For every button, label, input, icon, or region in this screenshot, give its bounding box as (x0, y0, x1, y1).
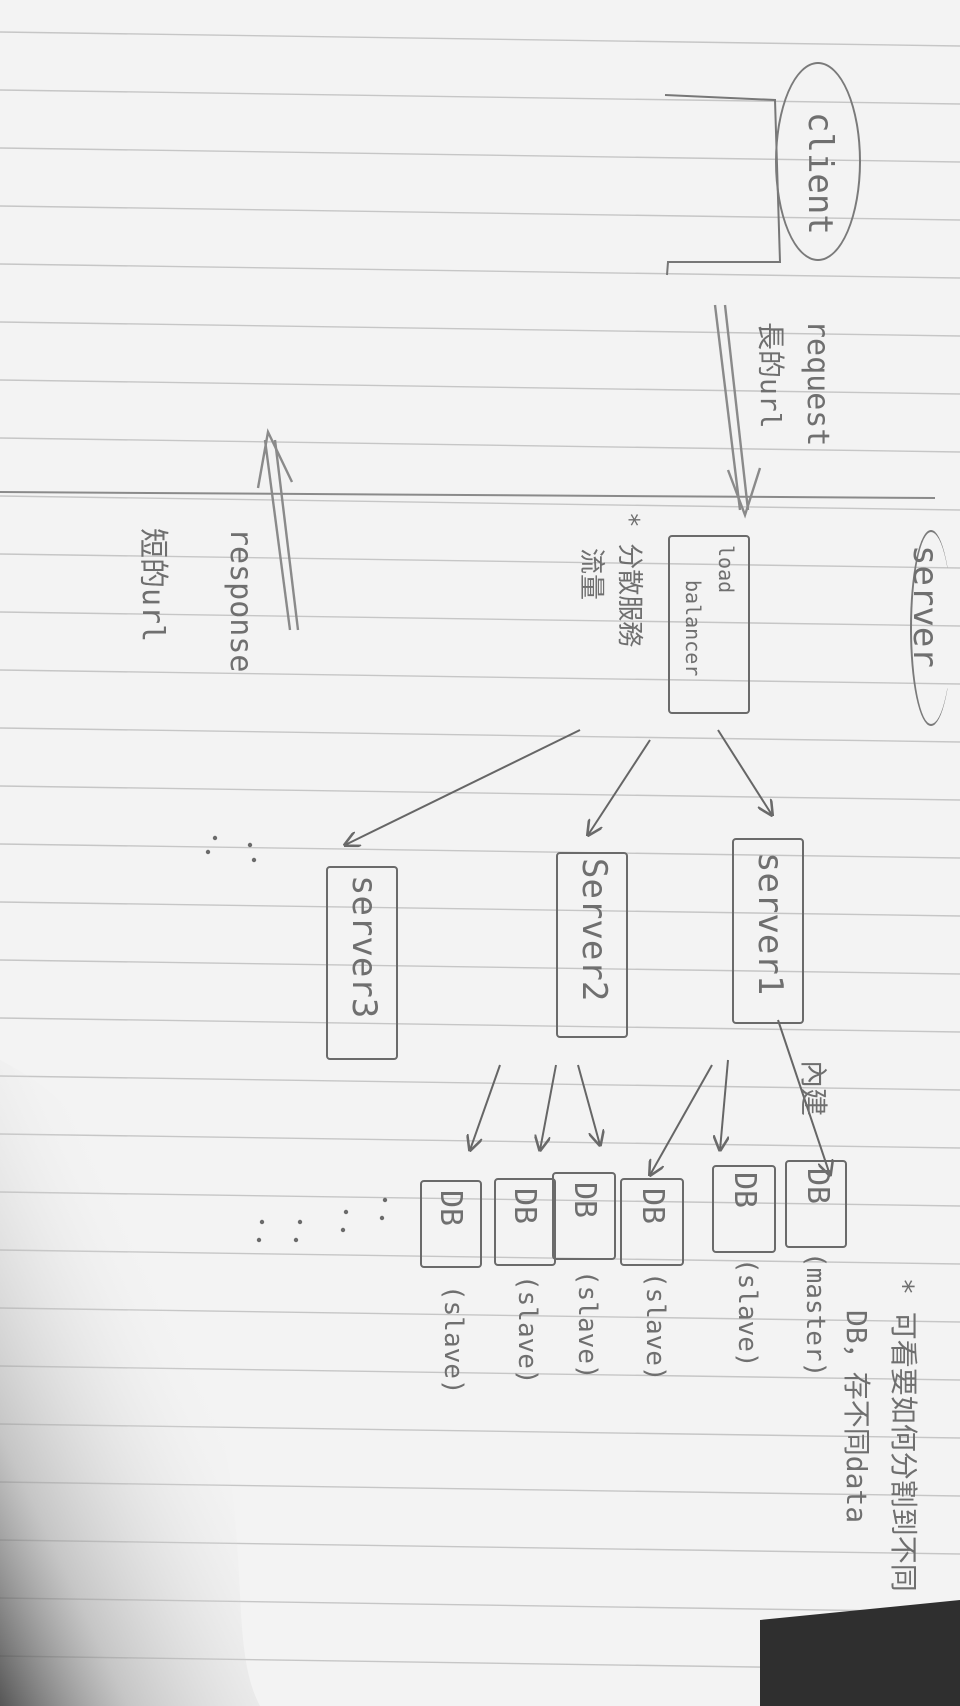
db-slave-5-role: (slave) (438, 1285, 468, 1395)
client-box (664, 94, 782, 276)
load-balancer-line2: balancer (681, 580, 705, 677)
db-note-line1: * 可看要如何分割到不同 (887, 1278, 920, 1592)
db-slave-3-label: DB (567, 1182, 602, 1219)
request-label: request (800, 320, 835, 447)
db-slave-5-box (420, 1180, 482, 1268)
db-slave-2-role: (slave) (640, 1272, 670, 1382)
ruled-line (0, 843, 960, 859)
server1-label: server1 (750, 852, 790, 996)
db-master-label: DB (800, 1168, 835, 1205)
ruled-line (0, 727, 960, 743)
continuation-dots (205, 835, 388, 1243)
server-section-label: server (905, 545, 945, 668)
ruled-line (0, 437, 960, 453)
ruled-line (0, 611, 960, 627)
ruled-line (0, 959, 960, 975)
db-slave-1-box (712, 1165, 776, 1253)
load-balancer-box (668, 535, 750, 714)
ruled-line (0, 263, 960, 279)
request-arrow (713, 304, 762, 519)
ruled-line (0, 785, 960, 801)
db-slave-2-label: DB (635, 1188, 670, 1225)
load-balancer-note-2: 流量 (576, 548, 606, 601)
client-oval (775, 62, 861, 261)
server3-label: server3 (344, 875, 384, 1019)
ruled-line (0, 553, 960, 569)
db-master-role: (master) (800, 1252, 830, 1378)
db-slave-1-role: (slave) (732, 1258, 762, 1368)
server1-box (732, 838, 804, 1024)
db-slave-4-label: DB (507, 1188, 542, 1225)
db-slave-5-label: DB (433, 1190, 468, 1227)
server-oval (910, 530, 952, 726)
ruled-line (0, 495, 960, 511)
divider-line (0, 491, 936, 499)
ruled-line (0, 1017, 960, 1033)
db-master-box (785, 1160, 847, 1248)
server2-label: Server2 (574, 858, 614, 1002)
db-slave-3-role: (slave) (572, 1270, 602, 1380)
server2-box (556, 852, 628, 1038)
hand-shadow (0, 1060, 260, 1706)
master-link-label: 內建 (797, 1060, 830, 1117)
load-balancer-line1: load (714, 545, 738, 594)
ruled-line (0, 669, 960, 685)
ruled-line (0, 31, 960, 47)
client-label: client (800, 112, 840, 235)
server3-box (326, 866, 398, 1060)
load-balancer-note-1: * 分散服務 (614, 512, 644, 648)
db-note-line2: DB，存不同data (840, 1310, 873, 1524)
db-slave-1-label: DB (727, 1172, 762, 1209)
ruled-line (0, 321, 960, 337)
db-slave-4-role: (slave) (512, 1275, 542, 1385)
ruled-line (0, 379, 960, 395)
request-note: 長的url (754, 322, 787, 429)
response-arrow (256, 428, 300, 631)
db-slave-4-box (494, 1178, 556, 1266)
response-note: 短的url (135, 528, 170, 643)
db-slave-3-box (552, 1172, 616, 1260)
ruled-line (0, 901, 960, 917)
response-label: response (223, 528, 258, 673)
db-slave-2-box (620, 1178, 684, 1266)
